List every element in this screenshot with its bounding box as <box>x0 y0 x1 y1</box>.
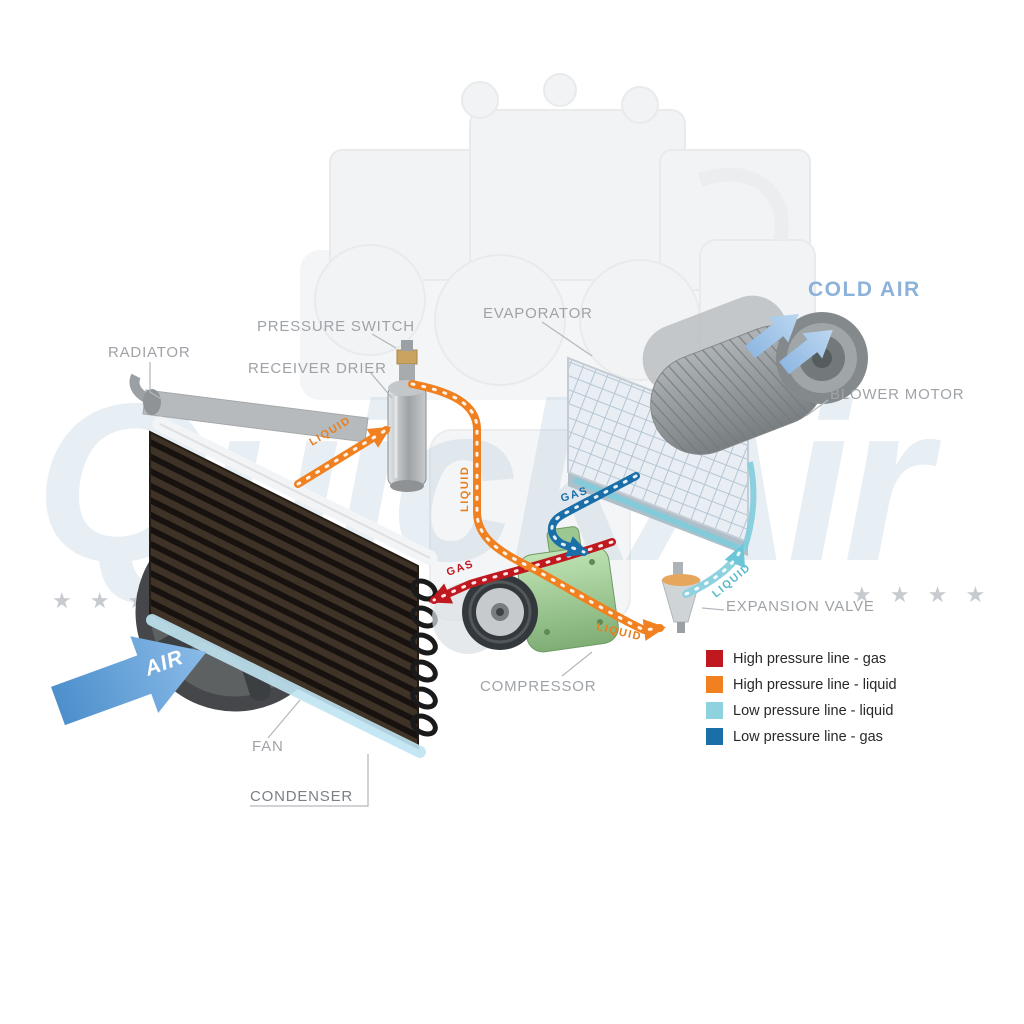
refrigerant-lines <box>294 380 746 641</box>
label-fan: FAN <box>252 738 284 755</box>
cold-air-label: COLD AIR <box>808 278 921 301</box>
legend-item-high-liquid: High pressure line - liquid <box>706 676 897 693</box>
label-compressor: COMPRESSOR <box>480 678 597 695</box>
legend-label-low-gas: Low pressure line - gas <box>733 728 883 745</box>
label-blower-motor: BLOWER MOTOR <box>830 386 965 403</box>
legend-swatch-high-gas <box>706 650 723 667</box>
receiver-drier-graphic <box>387 340 427 492</box>
legend-item-low-gas: Low pressure line - gas <box>706 728 897 745</box>
legend-swatch-low-liquid <box>706 702 723 719</box>
radiator-graphic <box>129 373 369 443</box>
watermark-stars-right: ★ ★ ★ ★ <box>852 582 991 607</box>
legend-swatch-high-liquid <box>706 676 723 693</box>
label-evaporator: EVAPORATOR <box>483 305 593 322</box>
legend-label-low-liquid: Low pressure line - liquid <box>733 702 894 719</box>
label-pressure-switch: PRESSURE SWITCH <box>257 318 415 335</box>
legend-label-high-gas: High pressure line - gas <box>733 650 887 667</box>
leader-lines <box>149 321 829 807</box>
label-receiver-drier: RECEIVER DRIER <box>248 360 387 377</box>
label-radiator: RADIATOR <box>108 344 191 361</box>
condenser-graphic <box>146 416 438 758</box>
label-expansion-valve: EXPANSION VALVE <box>726 598 875 615</box>
label-condenser: CONDENSER <box>250 788 354 805</box>
legend-item-low-liquid: Low pressure line - liquid <box>706 702 897 719</box>
airflow-arrows: AIR <box>44 301 843 745</box>
liquid-label-drier-outlet: LIQUID <box>459 466 471 512</box>
legend-label-high-liquid: High pressure line - liquid <box>733 676 897 693</box>
legend-item-high-gas: High pressure line - gas <box>706 650 897 667</box>
legend-swatch-low-gas <box>706 728 723 745</box>
legend: High pressure line - gas High pressure l… <box>706 650 897 745</box>
